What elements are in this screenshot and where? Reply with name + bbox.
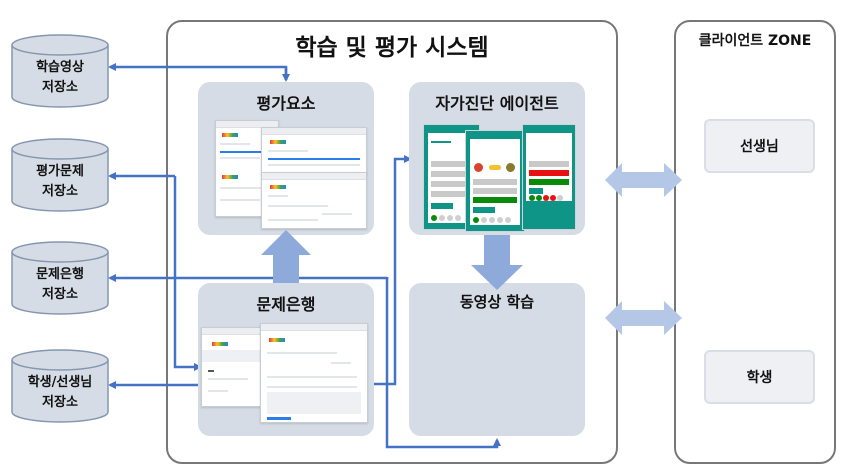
client-label: 선생님 [740,139,779,155]
database-icon [11,349,109,423]
system-title: 학습 및 평가 시스템 [295,35,489,61]
client-zone-frame [674,20,836,464]
storage-question-bank: 문제은행 저장소 [10,240,110,332]
panel-title: 자가진단 에이전트 [435,94,559,113]
storage-label-line1: 학생/선생님 [27,375,93,390]
quiz-screenshot [465,130,525,232]
screenshot-thumbnail [201,327,269,407]
storage-label-line1: 학습영상 [36,60,84,75]
client-label: 학생 [746,370,773,386]
storage-eval-question: 평가문제 저장소 [10,137,110,229]
quiz-screenshot [522,124,576,230]
panel-assessment-elements[interactable]: 평가요소 [198,82,374,235]
learning-assessment-system-frame [166,20,618,464]
storage-label-line1: 평가문제 [36,164,84,179]
connector-self-diagnosis [373,155,412,386]
storage-student-teacher: 학생/선생님 저장소 [10,348,110,440]
screenshot-thumbnail [260,323,368,423]
storage-label-line2: 저장소 [42,184,78,199]
panel-video-learning[interactable]: 동영상 학습 [409,283,585,436]
database-icon [11,138,109,212]
database-icon [11,34,109,108]
client-teacher[interactable]: 선생님 [704,119,815,173]
panel-title: 문제은행 [256,295,316,314]
client-zone-title: 클라이언트 ZONE [698,33,812,49]
connector-video-learning [385,277,501,449]
database-icon [11,241,109,315]
screenshot-thumbnail [261,127,367,175]
storage-label-line2: 저장소 [42,287,78,302]
connector-to-question-bank [173,176,202,371]
panel-title: 동영상 학습 [459,293,535,311]
connector-question-bank-storage [108,274,389,282]
panel-question-bank[interactable]: 문제은행 [198,283,374,436]
panel-self-diagnosis-agent[interactable]: 자가진단 에이전트 [409,82,585,235]
storage-learning-video: 학습영상 저장소 [10,33,110,125]
storage-label-line2: 저장소 [42,80,78,95]
client-student[interactable]: 학생 [704,350,815,404]
panel-title: 평가요소 [256,94,316,113]
storage-label-line2: 저장소 [42,395,78,410]
connector-video-storage [108,63,288,80]
storage-label-line1: 문제은행 [36,267,84,282]
screenshot-thumbnail [261,172,367,229]
